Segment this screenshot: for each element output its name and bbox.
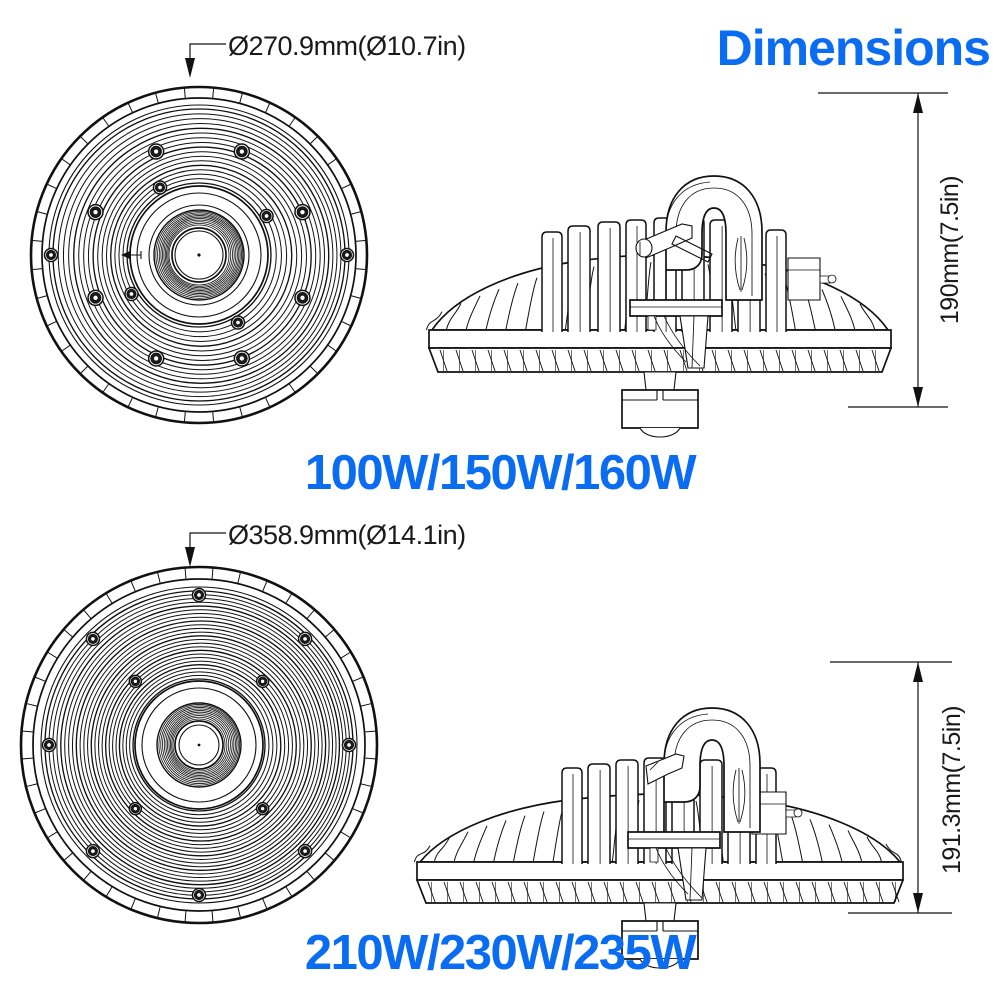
screw-boss (191, 887, 207, 903)
screw-boss (152, 180, 168, 195)
screw-boss (255, 674, 270, 689)
wattage-label-210w: 210W/230W/235W (305, 926, 697, 980)
arrow-up-icon (913, 93, 923, 113)
screw-boss (41, 737, 57, 753)
side-view-100w (425, 175, 893, 438)
screw-boss (297, 631, 313, 647)
height-dimension-210w (830, 661, 952, 914)
diameter-label-100w: Ø270.9mm(Ø10.7in) (228, 31, 466, 61)
height-label-100w: 190mm(7.5in) (936, 176, 964, 324)
arrow-up-icon (913, 662, 923, 682)
screw-boss (87, 203, 104, 221)
screw-boss (124, 286, 139, 302)
height-label-210w: 191.3mm(7.5in) (938, 706, 966, 874)
arrow-down-icon (185, 547, 195, 567)
screw-boss (294, 203, 311, 221)
mounting-hook-100w (629, 175, 763, 369)
screw-boss (128, 801, 143, 816)
arrow-down-icon (913, 893, 923, 913)
screw-boss (341, 737, 357, 753)
screw-bosses-210w (41, 587, 357, 903)
screw-boss (87, 289, 104, 307)
screw-boss (233, 143, 251, 160)
center-point-210w (197, 743, 201, 747)
screw-boss (255, 801, 270, 816)
screw-boss (43, 247, 59, 263)
arrow-down-icon (913, 387, 923, 407)
screw-boss (259, 208, 274, 224)
top-view-210w (19, 565, 379, 925)
screw-boss (147, 350, 165, 367)
product-block-210w: Ø358.9mm(Ø14.1in) (19, 520, 966, 980)
screw-boss (85, 843, 101, 859)
screw-bosses-100w (43, 143, 355, 367)
screw-boss (297, 843, 313, 859)
wattage-label-100w: 100W/150W/160W (305, 446, 697, 500)
sensor-housing-100w (621, 371, 699, 438)
screw-boss (191, 587, 207, 603)
left-arrow-marker-icon (121, 250, 142, 260)
center-point-100w (197, 253, 201, 257)
driver-box-100w (787, 257, 837, 301)
screw-boss (233, 350, 251, 367)
screw-boss (128, 674, 143, 689)
rim-notches-210w (21, 567, 377, 923)
screw-boss (85, 631, 101, 647)
top-view-100w (29, 85, 369, 425)
screw-boss (294, 289, 311, 307)
rim-notches-100w (31, 87, 367, 423)
product-block-100w: Ø270.9mm(Ø10.7in) (29, 31, 964, 500)
screw-boss (339, 247, 355, 263)
screw-boss (230, 315, 246, 330)
sensor-housing-210w (621, 902, 699, 969)
side-view-210w (413, 707, 905, 969)
diameter-leader-100w (185, 43, 226, 78)
page-title: Dimensions (717, 20, 990, 76)
screw-boss (147, 143, 165, 160)
mounting-hook-210w (627, 707, 761, 901)
fin-rings-210w (44, 590, 354, 900)
height-dimension-100w (818, 92, 948, 408)
diameter-label-210w: Ø358.9mm(Ø14.1in) (228, 520, 466, 550)
arrow-down-icon (185, 58, 195, 78)
fin-rings-100w (52, 108, 346, 402)
diameter-leader-210w (185, 532, 226, 567)
